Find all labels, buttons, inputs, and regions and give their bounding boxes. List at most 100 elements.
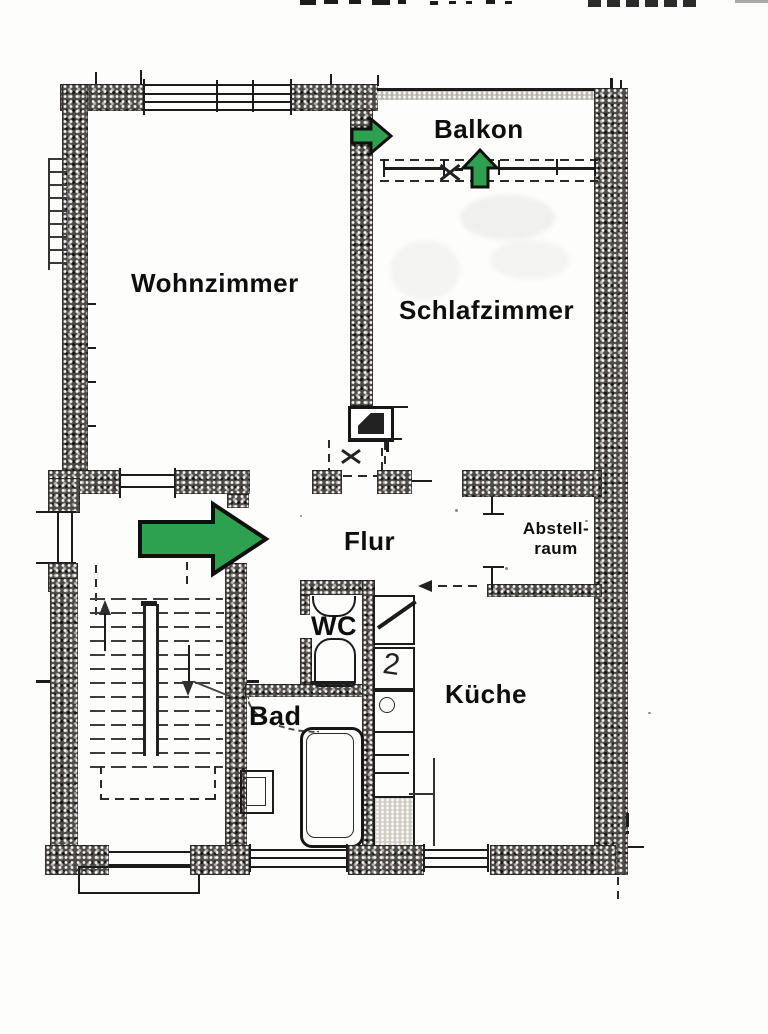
bad-sink-basin xyxy=(246,777,266,806)
entrance-door-line xyxy=(109,864,191,866)
window-kueche xyxy=(424,866,489,868)
stair-landing-dash xyxy=(100,766,102,800)
scan-artifact xyxy=(735,0,768,3)
wall-flur-top xyxy=(377,470,412,494)
abstellraum-door-post xyxy=(491,497,493,515)
window-mullion xyxy=(290,79,292,115)
stair-landing-dash xyxy=(214,766,216,800)
wall-tick xyxy=(140,70,142,84)
wall-top-right xyxy=(290,84,378,111)
scan-artifact xyxy=(324,0,338,4)
stair-stringer xyxy=(143,604,159,756)
door-swing-arrow xyxy=(418,580,432,592)
shaft-core xyxy=(358,413,384,434)
window-mullion xyxy=(216,80,218,112)
scan-mark xyxy=(626,831,629,834)
window-sill xyxy=(36,511,76,513)
flue-dash xyxy=(384,442,386,476)
scan-smudge xyxy=(460,195,555,240)
balcony-door-tick xyxy=(594,158,596,176)
wall-bottom xyxy=(190,845,250,875)
window-tick xyxy=(487,844,489,872)
entry-dash xyxy=(95,565,97,615)
wall-bottom xyxy=(348,845,424,875)
stair-direction-arrow xyxy=(99,600,111,615)
balcony-door-line xyxy=(380,180,598,182)
wall-abstellraum-bottom xyxy=(487,584,602,597)
balcony-door-tick xyxy=(498,160,500,175)
wall-flur-top xyxy=(175,470,250,494)
room-label-abstellraum: Abstell- raum xyxy=(508,519,604,559)
wall-bottom xyxy=(45,845,109,875)
kueche-sink xyxy=(379,697,395,713)
window-tick xyxy=(249,844,251,872)
toilet xyxy=(314,638,356,687)
wall-tick xyxy=(617,877,619,903)
room-label-abstellraum-line1: Abstell- xyxy=(522,519,590,538)
room-label-schlafzimmer: Schlafzimmer xyxy=(399,295,575,325)
abstellraum-door-post xyxy=(483,566,504,568)
wall-tick xyxy=(88,425,96,427)
wall-bad-kueche-divider xyxy=(362,580,375,847)
entry-dash xyxy=(186,562,188,590)
balcony-door-line xyxy=(455,168,463,171)
kueche-stove xyxy=(373,731,415,798)
window-kueche xyxy=(424,849,489,851)
window-flur xyxy=(120,486,176,488)
balcony-door-line xyxy=(383,167,445,170)
scan-speck xyxy=(648,712,651,714)
scan-artifact xyxy=(588,0,700,7)
wall-tick xyxy=(88,303,96,305)
wall-wc-top xyxy=(300,580,372,595)
entrance-door-line xyxy=(109,851,191,853)
scan-speck xyxy=(300,515,302,517)
wall-tick xyxy=(620,80,622,88)
scan-artifact xyxy=(505,1,512,4)
window-tick xyxy=(119,468,121,498)
room-label-bad: Bad xyxy=(249,701,302,731)
balcony-parapet xyxy=(377,88,594,91)
apartment-entrance-arrow-icon xyxy=(138,500,270,578)
wall-tick xyxy=(88,347,96,349)
scan-smudge xyxy=(390,240,460,300)
shaft-line xyxy=(392,406,408,408)
scan-artifact xyxy=(449,1,456,4)
wall-tick xyxy=(95,72,97,84)
abstellraum-door-post xyxy=(483,513,504,515)
scan-artifact xyxy=(466,1,472,4)
room-label-abstellraum-line2: raum xyxy=(534,539,578,558)
window-flur xyxy=(120,474,176,476)
balcony-door-tick xyxy=(556,159,558,175)
wall-tick xyxy=(628,846,644,848)
wall-line xyxy=(412,480,432,482)
window-mullion xyxy=(143,79,145,115)
wall-tick xyxy=(377,75,379,86)
scan-speck xyxy=(505,567,508,570)
abstellraum-door-post xyxy=(491,566,493,590)
balcony-parapet-band xyxy=(377,91,594,100)
scan-artifact xyxy=(300,0,316,5)
kueche-stove-line xyxy=(375,754,409,756)
scan-artifact xyxy=(486,0,495,4)
wall-tick xyxy=(610,78,613,88)
exterior-stair-hatch xyxy=(48,158,68,270)
wall-schlafzimmer-bottom xyxy=(462,470,602,497)
bathtub-inner xyxy=(306,733,354,838)
kueche-door-frame xyxy=(373,595,415,645)
wall-wc-left xyxy=(300,638,312,688)
window-kueche xyxy=(424,857,489,859)
stair-arrow-shaft xyxy=(104,613,106,651)
stair-landing-dash xyxy=(100,798,216,800)
toilet-base xyxy=(311,681,355,684)
window-bad xyxy=(250,866,348,868)
room-label-wohnzimmer: Wohnzimmer xyxy=(131,268,299,298)
wall-tick xyxy=(247,680,259,683)
door-swing-dash xyxy=(438,585,478,587)
scan-smudge xyxy=(490,240,570,280)
stair-arrow-shaft xyxy=(188,645,190,683)
wall-wohnzimmer-schlafzimmer xyxy=(350,110,373,406)
scan-artifact xyxy=(430,1,438,5)
stair-direction-arrow xyxy=(182,681,194,696)
wall-tick xyxy=(330,74,332,84)
window-bad xyxy=(250,857,348,859)
